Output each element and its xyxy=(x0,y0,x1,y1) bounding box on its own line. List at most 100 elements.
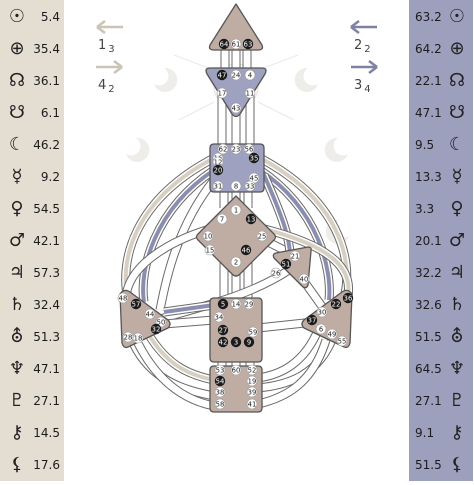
gate-label-35[interactable]: 35 xyxy=(250,155,259,163)
gate-circle xyxy=(243,298,255,310)
gate-label-51[interactable]: 51 xyxy=(282,261,291,269)
gate-label-46[interactable]: 46 xyxy=(242,247,251,255)
gate-label-3[interactable]: 3 xyxy=(234,339,238,347)
moon-decoration-icon xyxy=(294,67,318,92)
gate-label-33[interactable]: 33 xyxy=(246,183,255,191)
gate-circle xyxy=(230,180,242,192)
gate-label-58[interactable]: 58 xyxy=(216,401,225,409)
gate-label-13[interactable]: 13 xyxy=(247,216,256,224)
design-planet-value: 9.5 xyxy=(415,138,435,152)
design-planet-value: 32.2 xyxy=(415,266,442,280)
gate-label-14[interactable]: 14 xyxy=(232,301,241,309)
gate-circle xyxy=(243,143,255,155)
personality-planet-value: 35.4 xyxy=(33,42,60,56)
personality-planet-value: 57.3 xyxy=(33,266,60,280)
gate-badge xyxy=(150,323,162,335)
head-center[interactable] xyxy=(208,3,264,51)
gate-label-55[interactable]: 55 xyxy=(338,338,347,346)
gate-label-24[interactable]: 24 xyxy=(232,72,241,80)
gate-circle xyxy=(217,143,229,155)
gate-label-49[interactable]: 49 xyxy=(328,331,337,339)
gate-label-57[interactable]: 57 xyxy=(132,301,141,309)
gate-label-20[interactable]: 20 xyxy=(214,167,223,175)
gate-label-28[interactable]: 28 xyxy=(124,334,133,342)
earth-icon: ⊕ xyxy=(9,38,25,59)
gate-label-43[interactable]: 43 xyxy=(232,105,241,113)
saturn-icon: ♄ xyxy=(8,294,26,315)
g-center[interactable] xyxy=(195,195,277,277)
gate-label-27[interactable]: 27 xyxy=(219,327,228,335)
gate-label-31[interactable]: 31 xyxy=(214,183,223,191)
gate-label-36[interactable]: 36 xyxy=(344,295,353,303)
gate-label-48[interactable]: 48 xyxy=(119,295,128,303)
gate-label-40[interactable]: 40 xyxy=(300,276,309,284)
gate-circle xyxy=(326,328,338,340)
gate-label-26[interactable]: 26 xyxy=(272,270,281,278)
moon-decoration-icon xyxy=(126,137,150,162)
gate-label-15[interactable]: 15 xyxy=(206,247,215,255)
gate-label-6[interactable]: 6 xyxy=(319,326,323,334)
gate-label-38[interactable]: 38 xyxy=(216,389,225,397)
gate-badge xyxy=(240,244,252,256)
gate-label-11[interactable]: 11 xyxy=(246,90,255,98)
gate-label-50[interactable]: 50 xyxy=(157,319,166,327)
gate-label-53[interactable]: 53 xyxy=(216,367,225,375)
gate-label-37[interactable]: 37 xyxy=(308,317,317,325)
gate-label-5[interactable]: 5 xyxy=(221,301,225,309)
gate-label-62[interactable]: 62 xyxy=(219,146,228,154)
gate-label-22[interactable]: 22 xyxy=(332,301,341,309)
gate-label-29[interactable]: 29 xyxy=(245,301,254,309)
gate-label-41[interactable]: 41 xyxy=(248,401,257,409)
gate-label-2[interactable]: 2 xyxy=(234,259,238,267)
gate-circle xyxy=(244,69,256,81)
personality-planet-row: ⚸17.6 xyxy=(0,450,64,480)
north-node-icon: ☊ xyxy=(449,70,465,91)
gate-label-12[interactable]: 12 xyxy=(214,159,223,167)
gate-label-19[interactable]: 19 xyxy=(248,378,257,386)
gate-label-60[interactable]: 60 xyxy=(232,367,241,375)
pluto-icon: ♇ xyxy=(448,390,466,411)
gate-label-34[interactable]: 34 xyxy=(215,314,224,322)
gate-label-56[interactable]: 56 xyxy=(245,146,254,154)
uranus-icon: ⛢ xyxy=(450,326,464,347)
gate-label-18[interactable]: 18 xyxy=(134,335,143,343)
gate-label-25[interactable]: 25 xyxy=(258,233,267,241)
gate-label-4[interactable]: 4 xyxy=(248,72,252,80)
gate-badge xyxy=(243,336,255,348)
earth-icon: ⊕ xyxy=(449,38,465,59)
gate-label-21[interactable]: 21 xyxy=(291,253,300,261)
design-planet-value: 20.1 xyxy=(415,234,442,248)
gate-circle xyxy=(202,230,214,242)
channel-39-55-inner xyxy=(257,338,330,408)
design-planet-row: ☉63.2 xyxy=(409,2,473,32)
gate-label-52[interactable]: 52 xyxy=(248,367,257,375)
design-planet-value: 3.3 xyxy=(415,202,435,216)
gate-badge xyxy=(342,292,354,304)
gate-label-59[interactable]: 59 xyxy=(249,329,258,337)
gate-circle xyxy=(144,308,156,320)
gate-label-8[interactable]: 8 xyxy=(234,183,238,191)
gate-label-23[interactable]: 23 xyxy=(232,146,241,154)
uranus-icon: ⛢ xyxy=(10,326,24,347)
gate-label-61[interactable]: 61 xyxy=(232,41,241,49)
gate-label-30[interactable]: 30 xyxy=(318,309,327,317)
gate-badge xyxy=(280,258,292,270)
gate-label-9[interactable]: 9 xyxy=(247,339,251,347)
gate-circle xyxy=(246,398,258,410)
personality-planet-value: 46.2 xyxy=(33,138,60,152)
gate-label-44[interactable]: 44 xyxy=(146,311,155,319)
gate-label-17[interactable]: 17 xyxy=(218,90,227,98)
gate-label-42[interactable]: 42 xyxy=(219,339,228,347)
gate-label-47[interactable]: 47 xyxy=(218,72,227,80)
gate-label-64[interactable]: 64 xyxy=(220,41,229,49)
gate-circle xyxy=(256,230,268,242)
gate-label-32[interactable]: 32 xyxy=(152,326,161,334)
gate-label-45[interactable]: 45 xyxy=(250,175,259,183)
gate-label-63[interactable]: 63 xyxy=(244,41,253,49)
gate-label-54[interactable]: 54 xyxy=(216,378,225,386)
gate-label-1[interactable]: 1 xyxy=(234,207,238,215)
gate-label-39[interactable]: 39 xyxy=(248,389,257,397)
gate-label-7[interactable]: 7 xyxy=(220,216,224,224)
gate-label-10[interactable]: 10 xyxy=(204,233,213,241)
